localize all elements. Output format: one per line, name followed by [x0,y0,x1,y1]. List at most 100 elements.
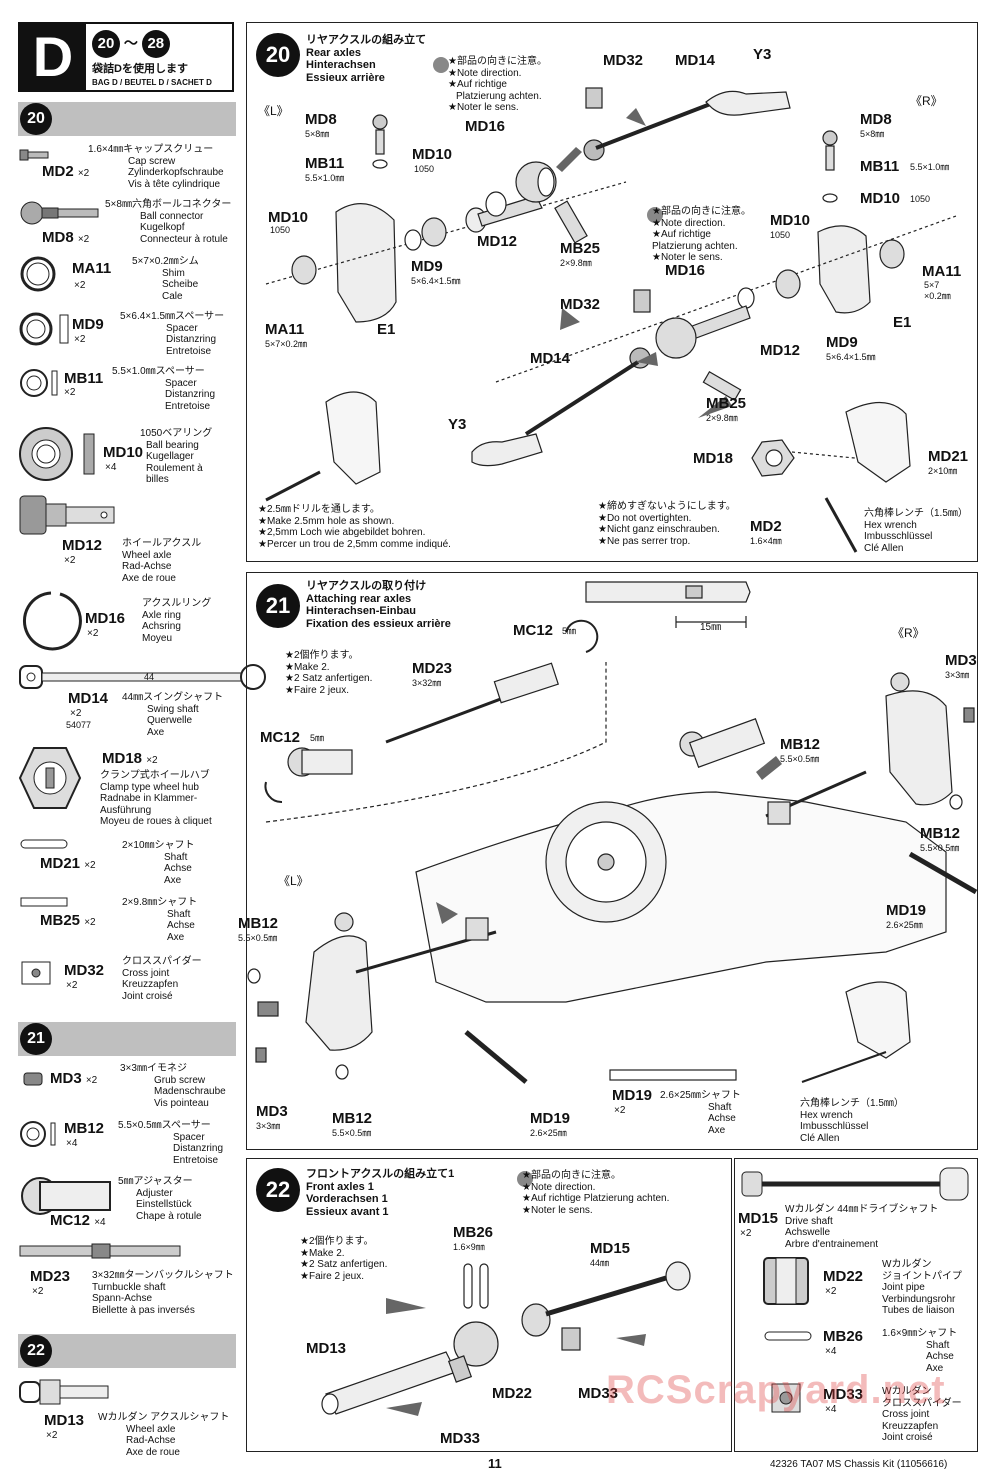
part-code-md14: MD14 [68,690,109,707]
part-code-md3: MD3 ×2 [50,1070,98,1087]
step-range-sep: ～ [123,35,138,51]
part-qty-md14: ×2 [70,708,82,719]
step22-number: 22 [256,1168,300,1212]
label-md8-right-size: 5×8㎜ [860,129,885,139]
parts-box-md15: MD15 [738,1210,779,1227]
part-qty-md32: ×2 [66,980,78,991]
part-qty-ma11: ×2 [74,280,86,291]
label-md2: MD2 [750,518,782,535]
part-qty-mb11: ×2 [64,387,76,398]
label-mb12-right-1: MB12 [780,736,821,753]
step22-note-marker-icon [517,1171,533,1187]
label-md10-left: MD10 [268,209,309,226]
step-range-end: 28 [141,30,170,58]
wheel-axle-shaft-icon [19,1379,109,1405]
label-md3-right: MD3 [945,652,977,669]
label-mb12-left-2: MB12 [332,1110,373,1127]
label-ma11-right-size-1: 5×7 [924,280,940,290]
part-code-md23: MD23 [30,1268,71,1285]
label-md19-right: MD19 [886,902,927,919]
label-mb25-right-size: 2×9.8㎜ [706,413,738,423]
part-code-mc12: MC12 ×4 [50,1212,106,1229]
label-md10-right-2: MD10 [770,212,811,229]
cap-screw-icon [19,149,49,161]
step21-assembly-drawing [247,581,978,1084]
spacer-icon [19,312,69,346]
cross-joint-icon [21,961,51,985]
label-mb26: MB26 [453,1224,494,1241]
right-side-mark: 《R》 [910,94,943,108]
step20-assembly-drawing [265,87,957,553]
parts-box-md33-qty: ×4 [825,1404,837,1415]
step-range-start: 20 [92,30,120,58]
label-md9-right-size: 5×6.4×1.5㎜ [826,352,876,362]
label-md13: MD13 [306,1340,347,1357]
label-md21: MD21 [928,448,969,465]
label-ma11-left-size: 5×7×0.2㎜ [265,339,308,349]
part-code-md8: MD8 ×2 [42,229,90,246]
steps-range: 20 ～ 28 [92,30,170,58]
label-ma11-right-size-2: ×0.2㎜ [924,291,951,301]
joint-pipe-icon [763,1257,809,1305]
sidebar-step21-bar [18,1022,236,1056]
label-md32-right: MD32 [560,296,601,313]
label-md19-right-size: 2.6×25㎜ [886,920,923,930]
spacer-thin-icon [20,1121,56,1147]
spacer-small-icon [20,369,58,397]
label-mb11-right-size: 5.5×1.0㎜ [910,162,950,172]
part-code-mb11: MB11 [64,370,104,387]
label-md3-right-size: 3×3㎜ [945,670,970,680]
step22-panel [246,1158,732,1452]
shaft-1-6x9-icon [764,1331,812,1341]
part-code-md16: MD16 [85,610,126,627]
label-md16-right: MD16 [665,262,706,279]
step20-number: 20 [256,33,300,77]
label-md10-left-2: MD10 [412,146,453,163]
label-md8-left: MD8 [305,111,337,128]
part-code-md10: MD10 [103,444,144,461]
label-md32-left: MD32 [603,52,644,69]
part-code-md12: MD12 [62,537,103,554]
step21-number: 21 [256,584,300,628]
label-mb26-size: 1.6×9㎜ [453,1242,485,1252]
label-mb12-right-2: MB12 [920,825,961,842]
label-md10-right: MD10 [860,190,901,207]
turnbuckle-icon [19,1243,181,1259]
label-e1-left: E1 [377,321,396,338]
ball-bearing-icon [19,427,95,481]
label-mb12-left: MB12 [238,915,279,932]
part-code-md2: MD2 ×2 [42,163,90,180]
drive-shaft-icon [741,1167,969,1201]
sidebar-step22-bar [18,1334,236,1368]
label-mb11-right: MB11 [860,158,900,175]
grub-screw-icon [23,1072,43,1086]
sidebar-step20-number: 20 [20,103,52,135]
label-md10-left-num: 1050 [270,225,291,235]
wheel-axle-icon [19,495,115,535]
label-md33-a: MD33 [578,1385,619,1402]
step22-parts-box [734,1158,978,1452]
label-mb25-right: MB25 [706,395,747,412]
bag-header: D 20 ～ 28 袋詰Dを使用します BAG D / BEUTEL D / S… [18,22,234,92]
kit-info: 42326 TA07 MS Chassis Kit (11056616) [770,1459,948,1470]
part-extra-md14: 54077 [66,720,92,730]
sidebar-step21-number: 21 [20,1023,52,1055]
swing-shaft-length: 44 [144,672,155,682]
label-md3-left-size: 3×3㎜ [256,1121,281,1131]
